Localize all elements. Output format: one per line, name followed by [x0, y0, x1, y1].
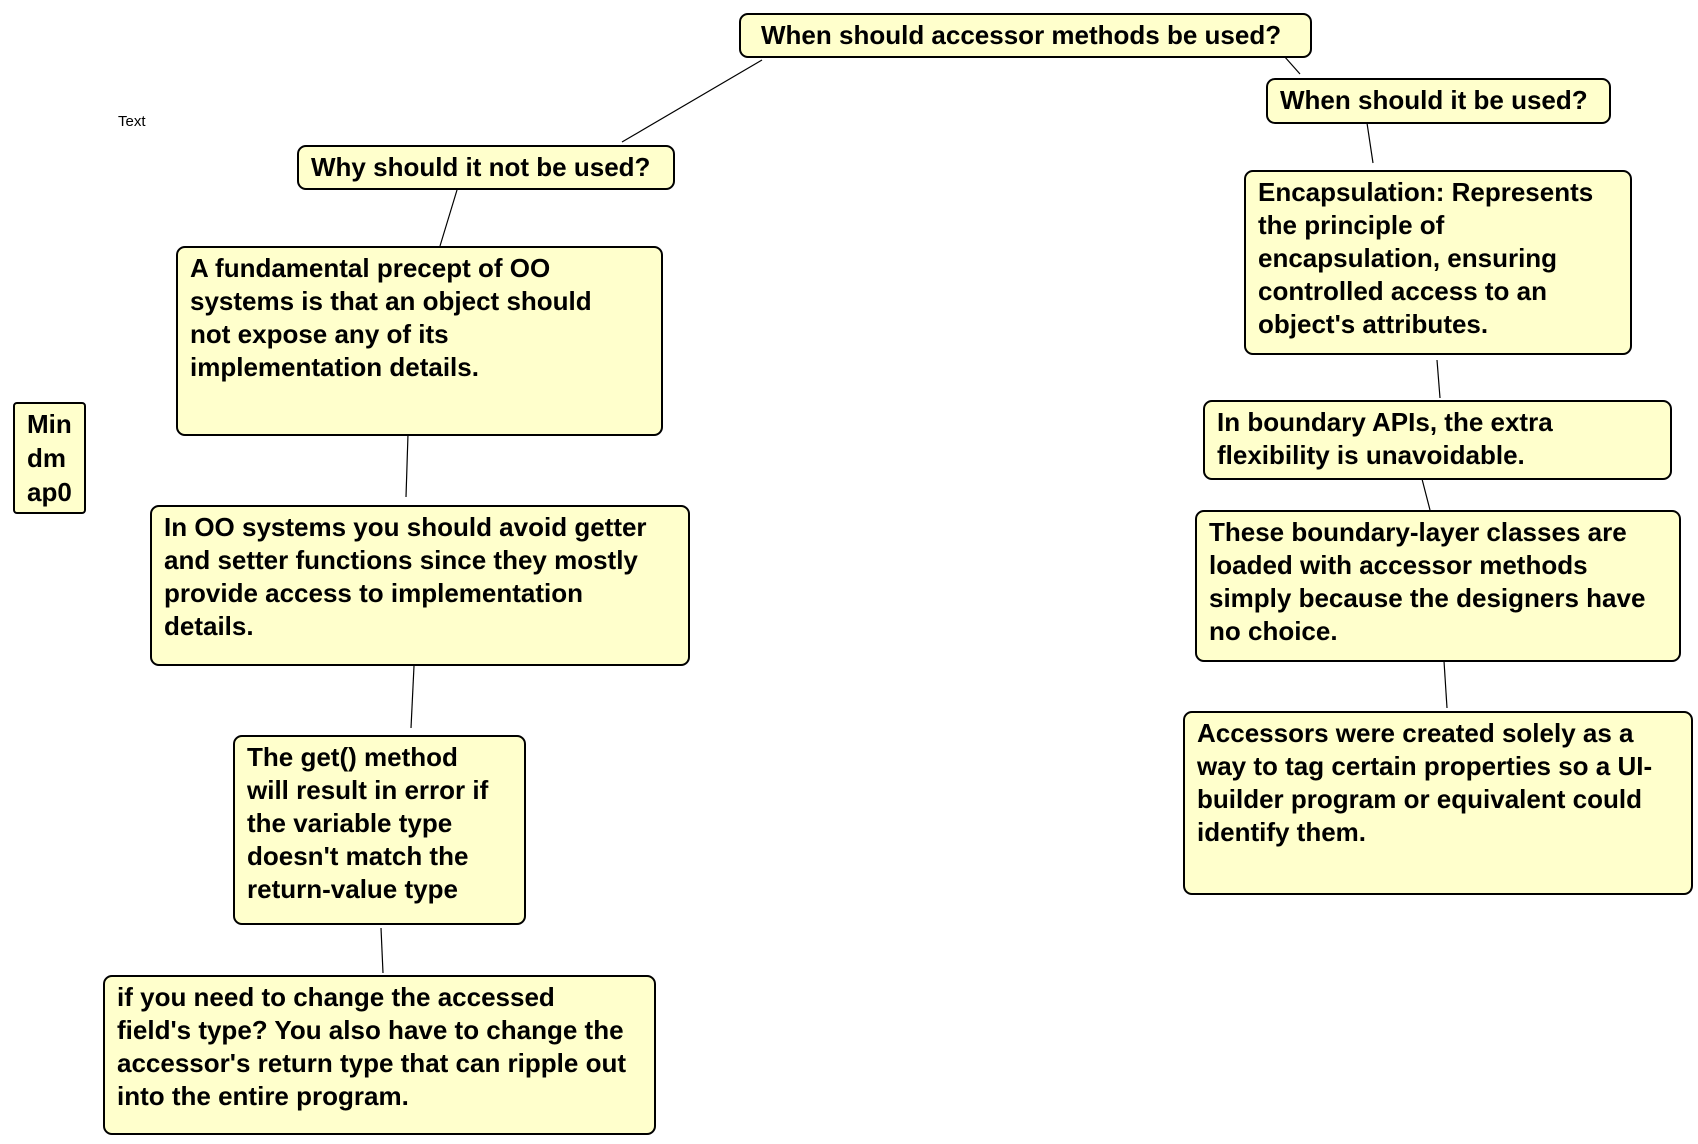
connector-left-4 [380, 927, 384, 974]
left-node-2[interactable]: In OO systems you should avoid getter an… [150, 505, 690, 666]
right-node-3[interactable]: These boundary-layer classes are loaded … [1195, 510, 1681, 662]
root-node[interactable]: When should accessor methods be used? [739, 13, 1312, 58]
connector-left-1 [439, 189, 458, 247]
left-node-3[interactable]: The get() method will result in error if… [233, 735, 526, 925]
right-node-2[interactable]: In boundary APIs, the extra flexibility … [1203, 400, 1672, 480]
side-node-mindmap[interactable]: Min dm ap0 [13, 402, 86, 514]
connector-right-3 [1421, 478, 1431, 511]
connector-right-1 [1366, 122, 1374, 164]
connector-root-left [621, 59, 763, 143]
connector-left-3 [410, 665, 415, 729]
left-node-1[interactable]: A fundamental precept of OO systems is t… [176, 246, 663, 436]
right-branch-title[interactable]: When should it be used? [1266, 78, 1611, 124]
connector-left-2 [405, 433, 409, 498]
connector-root-right [1283, 55, 1301, 75]
text-label: Text [118, 113, 146, 130]
right-node-1[interactable]: Encapsulation: Represents the principle … [1244, 170, 1632, 355]
right-node-4[interactable]: Accessors were created solely as a way t… [1183, 711, 1693, 895]
left-node-4[interactable]: if you need to change the accessed field… [103, 975, 656, 1135]
left-branch-title[interactable]: Why should it not be used? [297, 145, 675, 190]
connector-right-4 [1443, 660, 1448, 709]
connector-right-2 [1436, 359, 1441, 399]
